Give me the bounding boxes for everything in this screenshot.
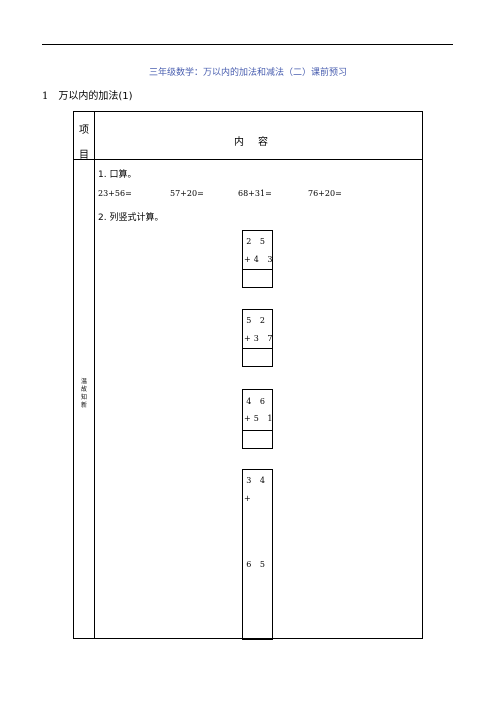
top-rule — [42, 44, 453, 45]
side-label-char: 新 — [80, 402, 87, 409]
answer-line — [243, 638, 272, 639]
vertical-problem-3: 4 6 +5 1 — [242, 389, 273, 449]
header-divider — [74, 159, 422, 160]
top-number: 3 4 — [246, 476, 268, 485]
section-heading: 1 万以内的加法(1) — [42, 87, 133, 102]
header-item-char-2: 目 — [79, 150, 89, 161]
top-number: 5 2 — [246, 316, 268, 325]
header-item-char-1: 项 — [79, 125, 89, 136]
vertical-problem-4: 3 4 + 6 5 — [242, 469, 273, 640]
oral-problem-1: 23+56= — [98, 189, 132, 198]
vertical-heading: 2. 列竖式计算。 — [98, 213, 164, 223]
top-number: 2 5 — [246, 237, 268, 246]
answer-line — [243, 348, 272, 349]
oral-problem-3: 68+31= — [238, 189, 272, 198]
plus-sign: + — [244, 334, 254, 343]
section-title: 万以内的加法(1) — [58, 91, 133, 102]
bottom-number: 6 5 — [246, 560, 268, 569]
vertical-problem-2: 5 2 +3 7 — [242, 309, 273, 367]
vertical-problem-1: 2 5 +4 3 — [242, 230, 273, 288]
plus-sign: + — [244, 255, 254, 264]
header-content: 内容 — [234, 137, 282, 148]
bottom-number: 5 1 — [253, 414, 276, 423]
side-label-char: 故 — [80, 386, 87, 393]
addend-row: +4 3 — [244, 255, 272, 264]
bottom-number: 4 3 — [253, 255, 276, 264]
side-label-char: 知 — [80, 394, 87, 401]
oral-problem-4: 76+20= — [308, 189, 342, 198]
worksheet-table: 项 目 内容 温 故 知 新 1. 口算。 23+56= 57+20= 68+3… — [73, 111, 423, 640]
answer-line — [243, 269, 272, 270]
addend-row: +3 7 — [244, 334, 272, 343]
answer-line — [243, 430, 272, 431]
section-number: 1 — [42, 91, 49, 102]
oral-problem-2: 57+20= — [170, 189, 204, 198]
plus-sign: + — [244, 414, 254, 423]
bottom-number: 3 7 — [253, 334, 276, 343]
page-title: 三年级数学：万以内的加法和减法（二）课前预习 — [148, 68, 347, 78]
header-item: 项 目 — [74, 118, 94, 168]
plus-sign: + — [244, 494, 251, 503]
top-number: 4 6 — [246, 397, 268, 406]
addend-row: +5 1 — [244, 414, 272, 423]
oral-heading: 1. 口算。 — [98, 170, 137, 180]
side-label: 温 故 知 新 — [79, 378, 89, 410]
column-divider — [94, 112, 95, 638]
side-label-char: 温 — [80, 378, 87, 385]
